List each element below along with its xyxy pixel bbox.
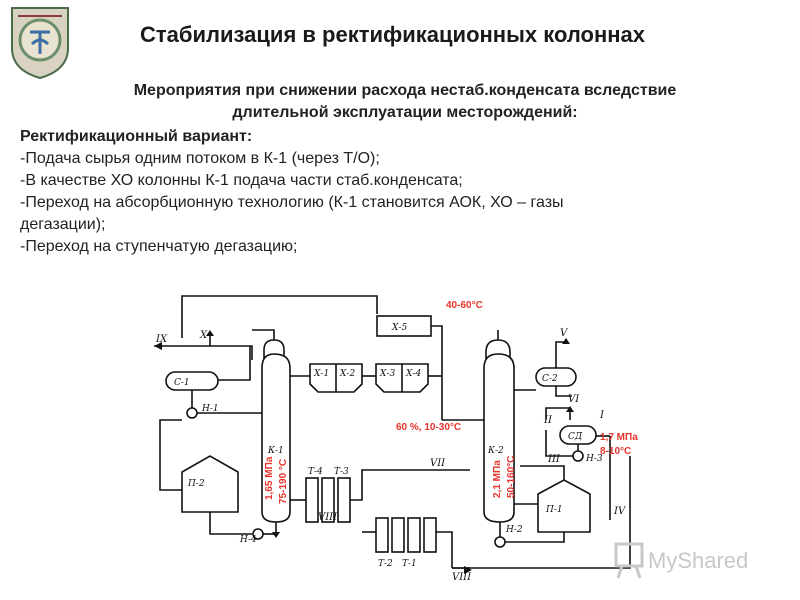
label-t4: Т-4 xyxy=(308,467,323,477)
watermark-text: MyShared xyxy=(648,548,748,573)
slide-subtitle: Мероприятия при снижении расхода нестаб.… xyxy=(40,80,770,124)
label-t1: Т-1 xyxy=(402,559,417,569)
stream-ix: IX xyxy=(155,334,168,345)
annotation-k2-temp: 50-160°C xyxy=(506,456,517,498)
label-k2: К-2 xyxy=(487,446,504,456)
annotation-sd-pressure: 1,7 МПа xyxy=(600,432,638,443)
body-heading: Ректификационный вариант: xyxy=(20,128,253,145)
body-line: -Переход на ступенчатую дегазацию; xyxy=(20,238,298,255)
label-c2: С-2 xyxy=(542,374,558,384)
body-line: -Переход на абсорбционную технологию (К-… xyxy=(20,194,564,211)
label-h4: Н-4 xyxy=(239,535,257,545)
label-x4: Х-4 xyxy=(405,369,421,379)
label-x5: Х-5 xyxy=(391,323,407,333)
stream-viii-bottom: VIII xyxy=(452,572,472,583)
label-x3: Х-3 xyxy=(379,369,395,379)
label-h3: Н-3 xyxy=(585,454,603,464)
label-sd: СД xyxy=(568,432,583,442)
process-flow-diagram: С-1 Н-1 К-1 Х-1 Х-2 Х-3 Х-4 Х-5 С-2 К-2 … xyxy=(154,295,638,583)
stream-x: X xyxy=(199,330,208,341)
subtitle-line-2: длительной эксплуатации месторождений: xyxy=(232,104,578,121)
label-p1: П-1 xyxy=(545,505,563,515)
body-line: дегазации); xyxy=(20,216,106,233)
label-x2: Х-2 xyxy=(339,369,355,379)
stream-iii: III xyxy=(547,454,561,465)
body-line: -Подача сырья одним потоком в К-1 (через… xyxy=(20,150,380,167)
annotation-feed: 60 %, 10-30°C xyxy=(396,422,461,433)
label-h2: Н-2 xyxy=(505,525,523,535)
university-emblem-icon xyxy=(11,7,69,80)
annotation-k1-pressure: 1,65 МПа xyxy=(264,456,275,500)
slide-title: Стабилизация в ректификационных колоннах xyxy=(140,22,646,47)
annotation-sd-temp: 8-10°C xyxy=(600,446,631,457)
annotation-temp-top: 40-60°C xyxy=(446,300,483,311)
label-t3: Т-3 xyxy=(334,467,349,477)
stream-i: I xyxy=(599,410,605,421)
annotation-k1-temp: 75-190 °C xyxy=(278,459,289,504)
slide-body: Ректификационный вариант: -Подача сырья … xyxy=(20,126,780,258)
stream-v: V xyxy=(560,328,569,339)
watermark: MyShared xyxy=(614,542,748,579)
stream-iv: IV xyxy=(613,506,627,517)
label-p2: П-2 xyxy=(187,479,205,489)
label-c1: С-1 xyxy=(174,378,190,388)
subtitle-line-1: Мероприятия при снижении расхода нестаб.… xyxy=(133,82,677,99)
label-t2: Т-2 xyxy=(378,559,393,569)
label-k1: К-1 xyxy=(267,446,284,456)
body-line: -В качестве ХО колонны К-1 подача части … xyxy=(20,172,463,189)
stream-viii-left: VIII xyxy=(318,512,338,523)
label-h1: Н-1 xyxy=(201,404,219,414)
annotation-k2-pressure: 2,1 МПа xyxy=(492,460,503,498)
label-x1: Х-1 xyxy=(313,369,329,379)
presentation-board-icon xyxy=(614,542,644,579)
stream-vii: VII xyxy=(430,458,446,469)
stream-ii: II xyxy=(543,415,553,426)
stream-vi: VI xyxy=(568,394,580,405)
